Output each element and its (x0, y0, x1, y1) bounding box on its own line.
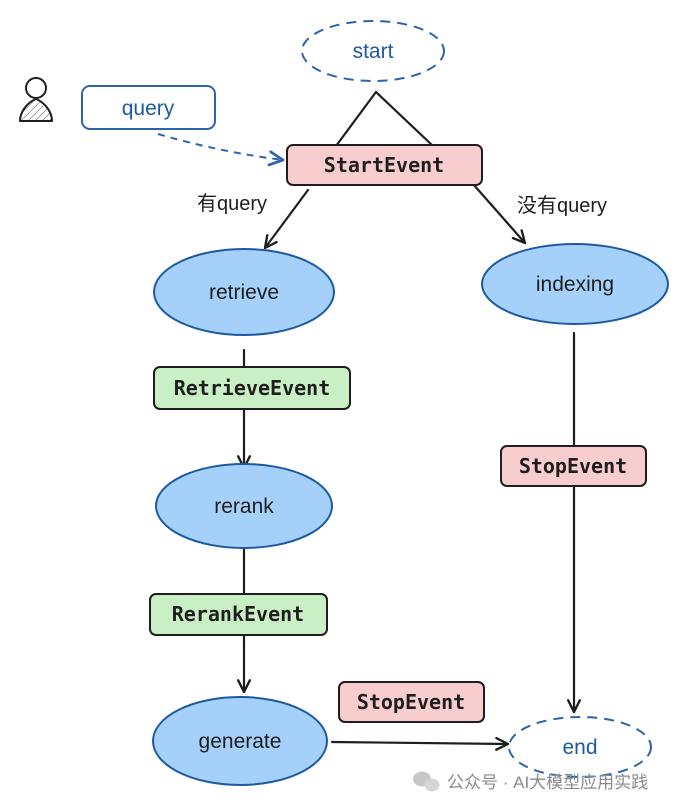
start-left-leg (334, 90, 378, 148)
generate-node-label: generate (199, 730, 282, 753)
retrieve-event-box (153, 366, 351, 410)
start-node-label: start (353, 40, 394, 63)
retrieve-node (153, 248, 335, 336)
start-event-label: StartEvent (324, 153, 444, 177)
arrow-generate-to-end (330, 736, 510, 751)
rerank-node-label: rerank (214, 495, 274, 518)
retrieve-event-label: RetrieveEvent (174, 376, 331, 400)
user-icon (19, 77, 53, 122)
start-event-box (286, 144, 483, 186)
start-right-leg (374, 90, 435, 148)
watermark-text: 公众号 · AI大模型应用实践 (447, 773, 648, 792)
indexing-node (481, 243, 669, 325)
no-query-label: 没有query (517, 194, 607, 217)
rerank-event-box (149, 593, 328, 636)
query-box (81, 85, 216, 130)
rerank-event-label: RerankEvent (172, 602, 304, 626)
stop-event-bottom-label: StopEvent (357, 690, 465, 714)
stop-event-right-box (500, 445, 647, 487)
stop-event-right-label: StopEvent (519, 454, 627, 478)
connectors (237, 90, 581, 751)
wechat-icon (413, 771, 440, 792)
arrow-startevent-to-indexing (471, 182, 527, 245)
end-node-label: end (562, 736, 597, 759)
generate-node (152, 696, 328, 786)
end-node (508, 716, 652, 778)
arrow-startevent-to-retrieve (263, 188, 310, 250)
retrieve-node-label: retrieve (209, 281, 279, 304)
indexing-node-label: indexing (536, 273, 614, 296)
query-box-label: query (122, 97, 175, 120)
stop-event-bottom-box (338, 681, 485, 723)
start-node (301, 20, 445, 82)
query-dashed-arrow (157, 133, 285, 167)
has-query-label: 有query (197, 192, 267, 215)
rerank-node (155, 463, 333, 549)
